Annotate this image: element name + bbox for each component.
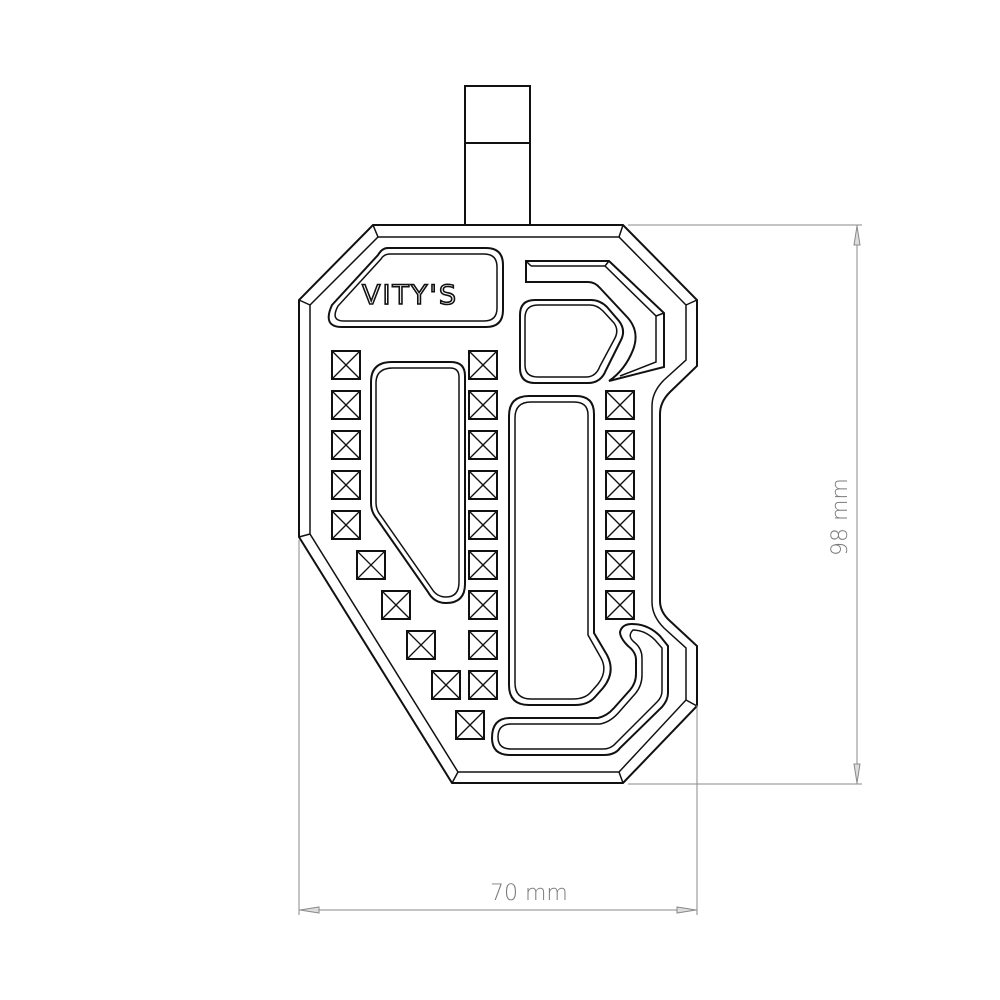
body-outline (298, 224, 698, 784)
key-stub (464, 85, 531, 226)
height-dimension-label: 98 mm (828, 478, 853, 556)
wrench-slot (525, 260, 665, 382)
width-dimension-line (298, 540, 698, 915)
brand-plate: VITY'S (327, 247, 504, 328)
height-dimension-line (628, 224, 862, 785)
hook-slot (490, 622, 669, 756)
width-dimension-label: 70 mm (490, 881, 568, 906)
upper-window (519, 299, 625, 384)
center-slot (508, 395, 612, 706)
brand-label: VITY'S (362, 280, 458, 311)
left-slot (370, 361, 466, 605)
